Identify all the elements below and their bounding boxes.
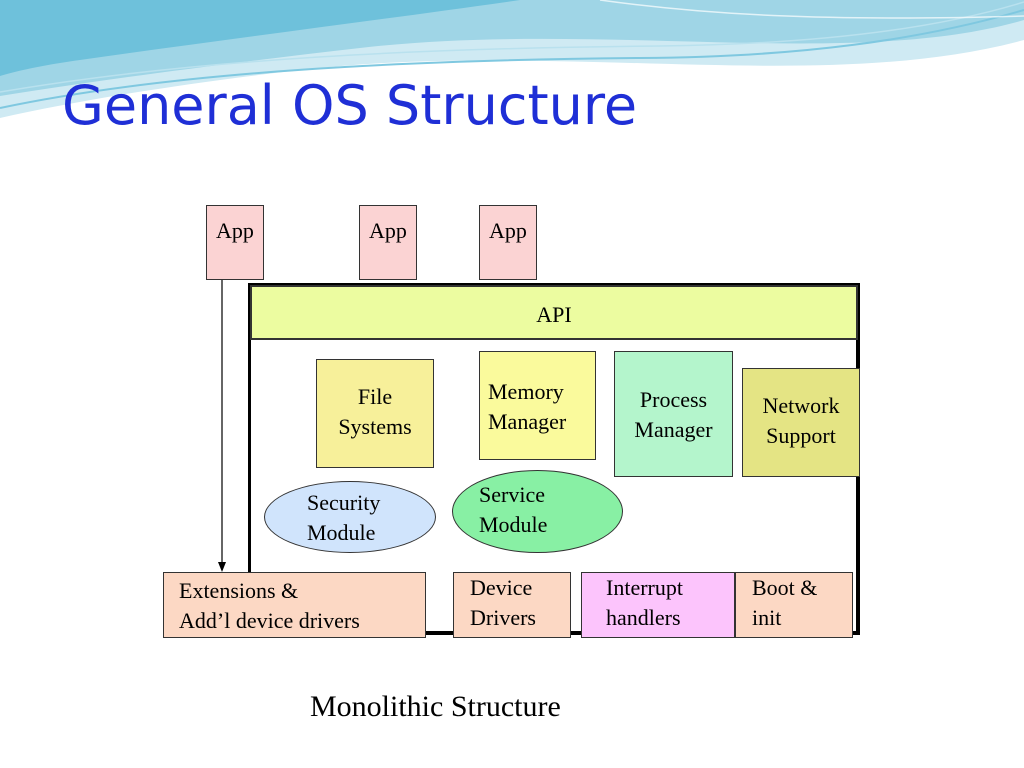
app-box-3: App: [479, 205, 537, 280]
process-manager-label-line2: Manager: [634, 417, 713, 442]
security-module-ellipse: Security Module: [264, 481, 436, 553]
header-wave-decoration: [0, 0, 1024, 118]
extensions-box: Extensions & Add’l device drivers: [163, 572, 426, 638]
app-box-2: App: [359, 205, 417, 280]
extensions-label-line1: Extensions &: [179, 578, 299, 603]
boot-init-box: Boot & init: [735, 572, 853, 638]
slide-title: General OS Structure: [62, 74, 638, 137]
extensions-label-line2: Add’l device drivers: [179, 608, 360, 633]
file-systems-label-line2: Systems: [338, 414, 412, 439]
app-box-1: App: [206, 205, 264, 280]
boot-init-label-line2: init: [752, 605, 782, 630]
device-drivers-label-line1: Device: [470, 575, 533, 600]
security-module-label-line1: Security: [307, 490, 381, 515]
device-drivers-label-line2: Drivers: [470, 605, 536, 630]
api-layer: API: [250, 285, 858, 340]
memory-manager-box: Memory Manager: [479, 351, 596, 460]
service-module-label-line2: Module: [479, 512, 548, 537]
file-systems-box: File Systems: [316, 359, 434, 468]
file-systems-label-line1: File: [357, 384, 393, 409]
device-drivers-box: Device Drivers: [453, 572, 571, 638]
memory-manager-label-line2: Manager: [488, 409, 567, 434]
interrupt-handlers-box: Interrupt handlers: [581, 572, 735, 638]
network-support-label-line2: Support: [766, 423, 836, 448]
interrupt-handlers-label-line1: Interrupt: [606, 575, 683, 600]
boot-init-label-line1: Boot &: [752, 575, 818, 600]
security-module-label-line2: Module: [307, 520, 376, 545]
network-support-label-line1: Network: [762, 393, 840, 418]
process-manager-box: Process Manager: [614, 351, 733, 477]
service-module-label-line1: Service: [479, 482, 545, 507]
process-manager-label-line1: Process: [639, 387, 708, 412]
diagram-caption: Monolithic Structure: [310, 690, 561, 723]
interrupt-handlers-label-line2: handlers: [606, 605, 681, 630]
network-support-box: Network Support: [742, 368, 860, 477]
memory-manager-label-line1: Memory: [488, 379, 564, 404]
service-module-ellipse: Service Module: [452, 470, 623, 553]
